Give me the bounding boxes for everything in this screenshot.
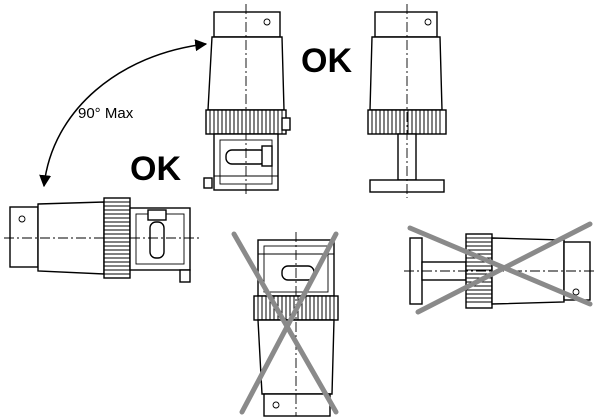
cross-out-line: [415, 221, 593, 315]
actuator-horizontal-reversed-not-ok: [404, 221, 594, 315]
rotation-arrow: [39, 39, 208, 188]
actuator-horizontal-ok: [4, 197, 200, 283]
actuator-vertical-ok: [203, 4, 291, 196]
cross-out-line: [407, 225, 593, 307]
actuator-upside-down-not-ok: [231, 231, 339, 417]
cross-out-line: [239, 231, 339, 415]
cross-out-line: [231, 231, 339, 415]
ok-label-left: OK: [130, 150, 181, 188]
angle-label: 90° Max: [78, 105, 134, 122]
ok-label-top: OK: [301, 42, 352, 80]
actuator-vertical-base-ok: [367, 4, 447, 198]
